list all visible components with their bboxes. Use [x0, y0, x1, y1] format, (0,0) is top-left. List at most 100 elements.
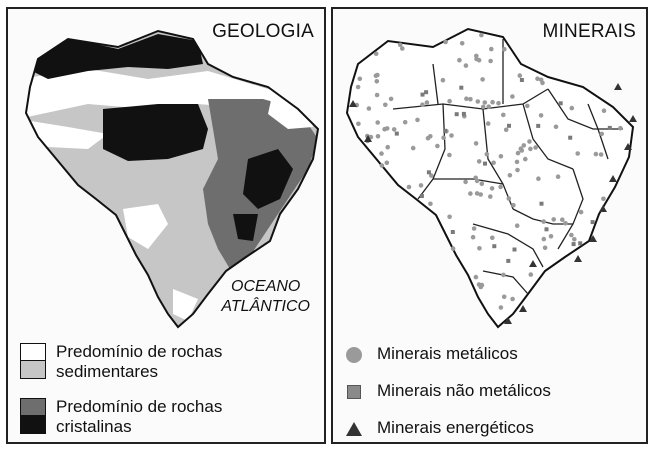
- metallic-mineral-dot: [542, 245, 548, 251]
- metallic-mineral-dot: [501, 272, 506, 278]
- nonmetallic-mineral-square: [443, 128, 448, 133]
- metallic-mineral-dot: [560, 217, 565, 222]
- metallic-mineral-dot: [479, 181, 485, 187]
- brazil-outline-minerals: [345, 27, 635, 329]
- metallic-mineral-dot: [459, 41, 465, 46]
- metallic-mineral-dot: [429, 173, 434, 178]
- minerals-title: MINERAIS: [542, 21, 636, 42]
- metallic-mineral-dot: [428, 201, 433, 207]
- metallic-circle-icon: [346, 347, 362, 363]
- metallic-mineral-dot: [535, 76, 540, 81]
- metallic-mineral-dot: [506, 196, 512, 201]
- nonmetallic-mineral-square: [450, 230, 455, 234]
- nonmetallic-mineral-square: [459, 85, 464, 90]
- geology-map: [24, 29, 320, 329]
- metallic-mineral-dot: [569, 105, 575, 111]
- legend-energy: Minerais energéticos: [343, 418, 534, 440]
- metallic-mineral-dot: [373, 73, 379, 78]
- energy-mineral-triangle: [364, 135, 372, 142]
- metallic-mineral-dot: [477, 246, 482, 251]
- metallic-mineral-dot: [515, 167, 520, 173]
- metallic-mineral-dot: [447, 214, 452, 220]
- metallic-mineral-dot: [484, 152, 490, 157]
- metallic-mineral-dot: [373, 51, 379, 57]
- mineral-symbols: [349, 32, 637, 324]
- metallic-mineral-dot: [473, 274, 479, 280]
- metallic-mineral-dot: [511, 202, 516, 208]
- metallic-mineral-dot: [428, 134, 433, 139]
- metallic-mineral-dot: [486, 104, 491, 109]
- metallic-mineral-dot: [485, 121, 491, 126]
- metallic-mineral-dot: [366, 106, 372, 111]
- metallic-mineral-dot: [540, 80, 545, 86]
- metallic-mineral-dot: [510, 296, 515, 302]
- nonmetallic-mineral-square: [578, 241, 583, 246]
- metallic-mineral-dot: [418, 183, 424, 188]
- metallic-mineral-dot: [536, 176, 541, 181]
- metallic-mineral-dot: [490, 235, 495, 241]
- metallic-mineral-dot: [424, 100, 430, 105]
- legend-crystalline-line2: cristalinas: [56, 417, 132, 436]
- metallic-mineral-dot: [488, 58, 493, 64]
- nonmetallic-mineral-square: [483, 161, 487, 166]
- metallic-mineral-dot: [510, 94, 515, 99]
- metallic-mineral-dot: [482, 100, 488, 105]
- metallic-mineral-dot: [384, 160, 390, 166]
- nonmetallic-mineral-square: [492, 244, 497, 249]
- metallic-mineral-dot: [598, 152, 604, 157]
- metallic-mineral-dot: [464, 96, 469, 101]
- metallic-mineral-dot: [488, 194, 493, 199]
- nonmetallic-mineral-square: [454, 112, 459, 117]
- metallic-mineral-dot: [517, 73, 523, 78]
- metallic-mineral-dot: [357, 76, 363, 82]
- legend-energy-label: Minerais energéticos: [377, 418, 534, 437]
- metallic-mineral-dot: [402, 119, 408, 125]
- minerals-map: [345, 27, 637, 329]
- metallic-mineral-dot: [525, 103, 530, 109]
- energy-triangle-icon: [346, 422, 362, 436]
- nonmetallic-mineral-square: [420, 92, 425, 97]
- metallic-mineral-dot: [480, 104, 486, 110]
- nonmetallic-mineral-square: [512, 247, 517, 252]
- metallic-mineral-dot: [569, 232, 574, 238]
- metallic-mineral-dot: [374, 92, 380, 98]
- metallic-mineral-dot: [518, 146, 524, 151]
- metallic-mineral-dot: [599, 131, 604, 137]
- energy-mineral-triangle: [629, 115, 637, 122]
- metallic-mineral-dot: [501, 294, 507, 300]
- metallic-mineral-dot: [514, 223, 520, 228]
- metallic-mineral-dot: [538, 113, 544, 118]
- minerals-map-panel: MINERAIS Minerais metálicos Minerais não…: [331, 7, 648, 444]
- metallic-mineral-dot: [553, 124, 559, 130]
- metallic-mineral-dot: [375, 120, 380, 125]
- metallic-mineral-dot: [478, 192, 483, 197]
- nonmetallic-mineral-square: [607, 125, 612, 130]
- metallic-mineral-dot: [449, 133, 454, 138]
- energy-mineral-triangle: [614, 83, 622, 90]
- nonmetallic-mineral-square: [419, 194, 424, 198]
- energy-mineral-triangle: [504, 317, 512, 324]
- nonmetallic-square-icon: [347, 385, 361, 399]
- metallic-mineral-dot: [476, 159, 482, 164]
- geology-map-panel: GEOLOGIA OCEANO ATLÂNTICO Predomínio de …: [6, 7, 326, 444]
- ocean-label-line1: OCEANO: [231, 278, 301, 295]
- metallic-mineral-dot: [435, 143, 440, 149]
- metallic-mineral-dot: [514, 159, 520, 165]
- sedimentary-swatch: [20, 343, 46, 379]
- metallic-mineral-dot: [491, 160, 496, 166]
- geology-title: GEOLOGIA: [212, 21, 314, 42]
- legend-crystalline: Predomínio de rochas cristalinas: [20, 397, 222, 437]
- nonmetallic-mineral-square: [536, 123, 541, 128]
- metallic-mineral-dot: [463, 179, 468, 185]
- metallic-mineral-dot: [473, 175, 478, 181]
- metallic-mineral-dot: [601, 196, 606, 202]
- nonmetallic-mineral-square: [394, 131, 399, 136]
- metallic-mineral-dot: [463, 63, 469, 68]
- legend-sedimentary-line2: sedimentares: [56, 362, 159, 381]
- metallic-mineral-dot: [473, 141, 479, 146]
- energy-mineral-triangle: [609, 175, 617, 182]
- metallic-mineral-dot: [563, 221, 568, 226]
- metallic-mineral-dot: [489, 186, 495, 191]
- metallic-mineral-dot: [548, 234, 554, 239]
- metallic-mineral-dot: [410, 145, 416, 151]
